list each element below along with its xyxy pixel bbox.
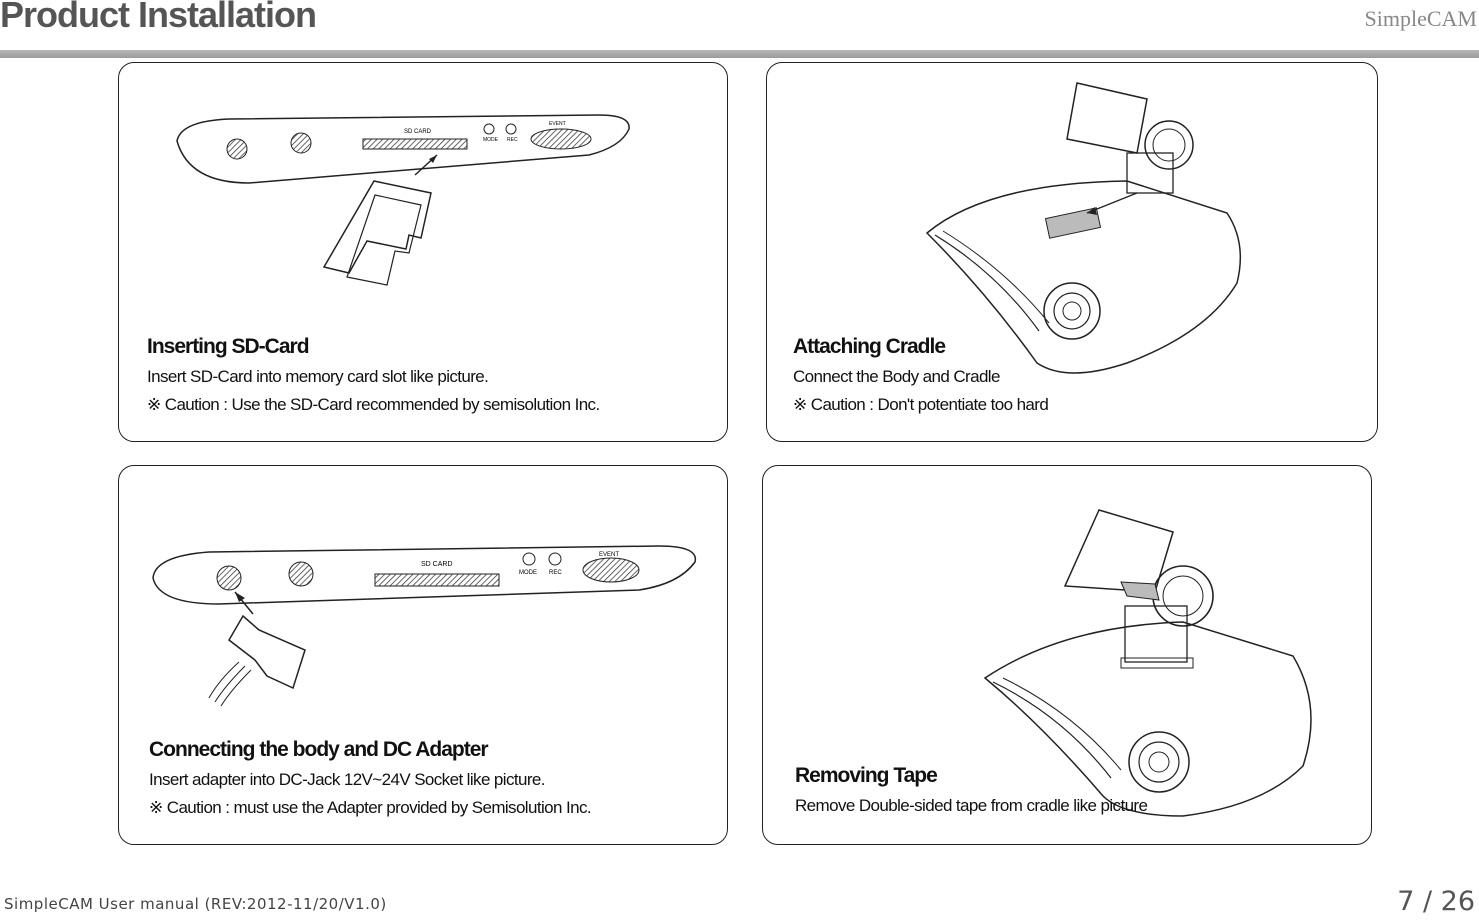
panel-attaching-cradle: Attaching Cradle Connect the Body and Cr… [766, 62, 1378, 442]
sd-card-slot-label: SD CARD [421, 561, 453, 568]
cradle-attach-illustration [925, 82, 1242, 374]
caution-text: ※ Caution : Don't potentiate too hard [793, 395, 1049, 414]
sd-card-illustration: SD CARD MODE REC EVENT [176, 114, 630, 286]
mode-label: MODE [519, 570, 537, 576]
header-divider [0, 50, 1479, 58]
caution-text: ※ Caution : must use the Adapter provide… [149, 798, 592, 817]
sd-card-slot-label: SD CARD [404, 129, 432, 135]
instruction-text: Connect the Body and Cradle [793, 367, 1000, 386]
event-label: EVENT [549, 121, 566, 127]
panel-title: Removing Tape [795, 764, 938, 787]
dc-adapter-illustration: SD CARD MODE REC EVENT [152, 545, 697, 707]
page-title: Product Installation [0, 0, 317, 35]
page-number: 7 / 26 [1397, 886, 1475, 917]
panel-title: Attaching Cradle [793, 335, 946, 358]
tape-removal-illustration [983, 509, 1312, 817]
instruction-text: Insert adapter into DC-Jack 12V~24V Sock… [149, 770, 545, 789]
mode-label: MODE [483, 137, 499, 143]
caution-text: ※ Caution : Use the SD-Card recommended … [147, 395, 600, 414]
rec-label: REC [507, 137, 518, 143]
instruction-text: Insert SD-Card into memory card slot lik… [147, 367, 489, 386]
rec-label: REC [549, 570, 562, 576]
panel-inserting-sd-card: SD CARD MODE REC EVENT Inserting SD-Card… [118, 62, 728, 442]
panel-title: Inserting SD-Card [147, 335, 310, 358]
brand-name: SimpleCAM [1364, 6, 1477, 31]
instruction-text: Remove Double-sided tape from cradle lik… [795, 796, 1148, 815]
event-label: EVENT [599, 552, 619, 558]
panel-removing-tape: Removing Tape Remove Double-sided tape f… [762, 465, 1372, 845]
manual-revision: SimpleCAM User manual (REV:2012-11/20/V1… [4, 895, 387, 913]
panel-title: Connecting the body and DC Adapter [149, 738, 489, 761]
panel-connecting-dc-adapter: SD CARD MODE REC EVENT Connecting the bo… [118, 465, 728, 845]
